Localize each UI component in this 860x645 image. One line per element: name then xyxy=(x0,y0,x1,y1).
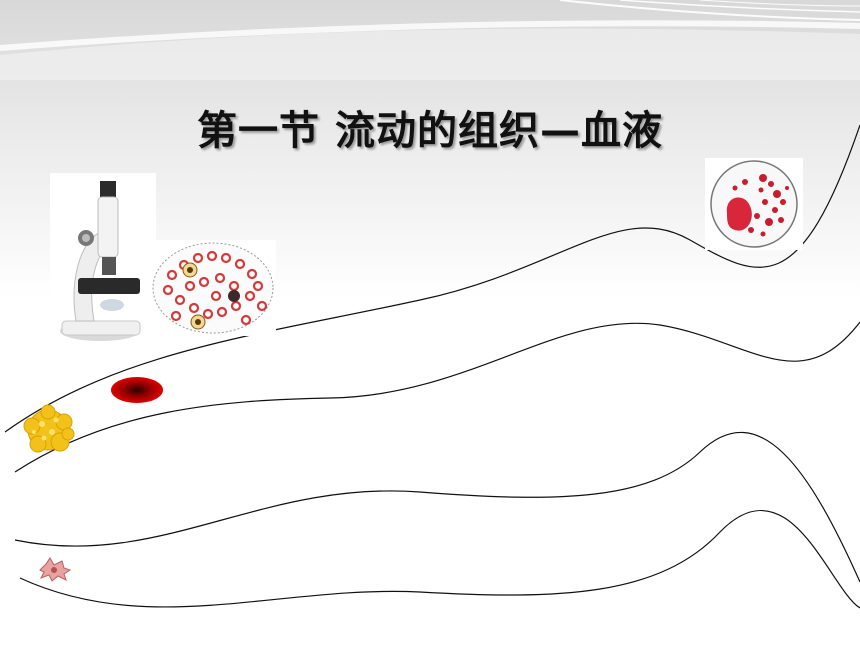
blood-smear-image xyxy=(705,158,803,250)
vessel-line-2 xyxy=(14,321,860,473)
slide-title: 第一节 流动的组织—血液 xyxy=(197,108,663,154)
top-decoration xyxy=(0,0,860,80)
vessel-line-1 xyxy=(4,124,860,433)
red-blood-cell-image xyxy=(111,377,163,403)
vessel-line-3 xyxy=(14,431,860,583)
blood-smear-image xyxy=(150,240,276,336)
microscope-image xyxy=(50,173,156,345)
white-blood-cell-image xyxy=(23,404,75,453)
vessel-line-4 xyxy=(19,510,860,609)
platelet-image xyxy=(39,557,72,582)
